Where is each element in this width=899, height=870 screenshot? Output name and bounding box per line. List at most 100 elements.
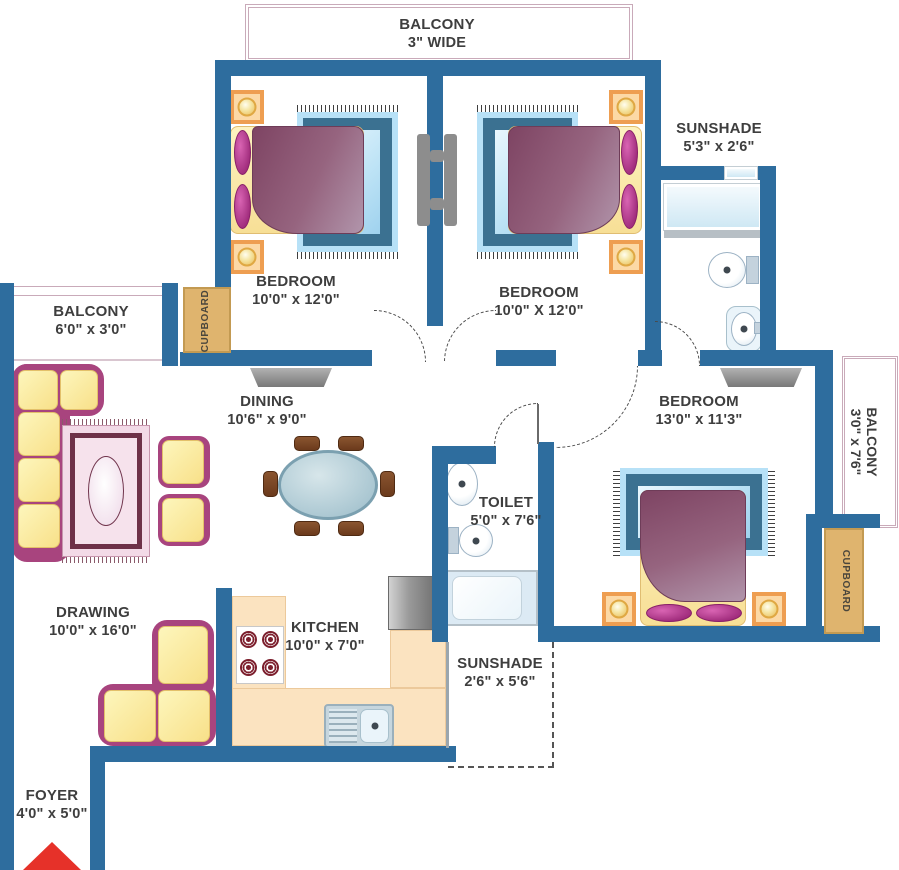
door-arc (655, 321, 700, 366)
washbasin (731, 312, 757, 346)
room-dims: 2'6" x 5'6" (464, 674, 536, 690)
nightstand (609, 240, 643, 274)
bathtub-inner (452, 576, 522, 620)
wall-segment (496, 350, 556, 366)
room-dims: 5'3" x 2'6" (683, 139, 755, 155)
wall-segment (806, 514, 822, 626)
room-name: BALCONY (53, 303, 129, 320)
door-leaf (537, 404, 539, 444)
balcony-left-railing (0, 286, 178, 296)
door-arc (374, 310, 426, 362)
room-dims: 13'0" x 11'3" (655, 412, 743, 428)
wall-segment (700, 350, 831, 366)
wc-drain (723, 266, 731, 274)
room-label-balcony-top: BALCONY 3" WIDE (399, 16, 475, 52)
dining-chair (294, 436, 320, 451)
room-label-sunshade-top: SUNSHADE 5'3" x 2'6" (676, 120, 762, 156)
room-label-bedroom-3: BEDROOM 13'0" x 11'3" (656, 393, 743, 429)
room-label-bedroom-2: BEDROOM 10'0" X 12'0" (494, 284, 583, 320)
room-dims: 3'0" x 7'6" (848, 408, 864, 476)
sofa-cushion (18, 370, 58, 410)
entrance-arrow-icon (23, 842, 81, 870)
rug-fringe (297, 105, 398, 112)
wc-bowl (459, 524, 493, 557)
room-label-foyer: FOYER 4'0" x 5'0" (16, 787, 87, 823)
stove-burner (262, 631, 279, 648)
wall-segment (90, 752, 105, 870)
sink-drain-dot (371, 722, 378, 730)
wall-segment (645, 60, 661, 366)
tv-screen (444, 134, 457, 226)
tv-screen (417, 134, 430, 226)
sofa-cushion (104, 690, 156, 742)
room-label-balcony-left: BALCONY 6'0" x 3'0" (53, 303, 129, 339)
room-name: TOILET (478, 494, 534, 511)
stove-burner (240, 631, 257, 648)
balcony-right-outline (842, 356, 898, 528)
dining-table (278, 450, 378, 520)
cupboard (824, 528, 864, 634)
rug-fringe (613, 468, 620, 556)
dining-chair (294, 521, 320, 536)
wc-tank (448, 527, 459, 554)
nightstand (602, 592, 636, 626)
dining-chair (263, 471, 278, 497)
rug-fringe (477, 252, 578, 259)
room-dims: 3" WIDE (407, 35, 467, 51)
pillow (234, 184, 251, 229)
wall-segment (180, 352, 232, 366)
room-name: FOYER (25, 787, 79, 804)
glass-sill (664, 230, 762, 238)
table-lamp (609, 599, 629, 619)
room-name: KITCHEN (290, 619, 360, 636)
room-dims: 10'0" x 16'0" (49, 623, 137, 639)
cupboard (183, 287, 231, 353)
pillow (696, 604, 742, 622)
bedroom-1-blanket (252, 126, 364, 234)
wall-segment (554, 626, 880, 642)
door-arc (556, 366, 638, 448)
bedroom-2-blanket (508, 126, 620, 234)
chair-cushion (162, 440, 204, 484)
room-name: BEDROOM (659, 393, 739, 410)
wall-segment (90, 746, 456, 762)
room-name: BALCONY (399, 16, 475, 33)
nightstand (230, 240, 264, 274)
sunshade-glass-panel (663, 183, 763, 231)
bedroom-3-blanket (640, 490, 746, 602)
wall-segment (215, 60, 231, 290)
room-dims: 10'0" X 12'0" (494, 303, 584, 319)
sink-drainboard (329, 709, 357, 743)
basin-drain (458, 480, 466, 488)
tv-console (250, 368, 332, 387)
wall-segment (231, 350, 372, 366)
room-label-toilet: TOILET 5'0" x 7'6" (470, 494, 541, 530)
room-label-drawing: DRAWING 10'0" x 16'0" (49, 604, 137, 640)
table-lamp (759, 599, 779, 619)
rug-center-oval (88, 456, 124, 526)
room-name: DINING (240, 393, 294, 410)
sofa-cushion (18, 458, 60, 502)
room-name: SUNSHADE (457, 655, 543, 672)
dining-chair (380, 471, 395, 497)
room-name: BALCONY (864, 407, 880, 477)
door-arc (494, 403, 538, 447)
door-arc (444, 310, 496, 362)
stove-burner (262, 659, 279, 676)
table-lamp (237, 97, 257, 117)
room-name: BEDROOM (256, 273, 336, 290)
sofa-cushion (18, 412, 60, 456)
table-lamp (616, 97, 636, 117)
room-dims: 6'0" x 3'0" (55, 322, 127, 338)
wall-segment (645, 166, 725, 180)
sunshade-boundary (552, 642, 554, 768)
sunshade-boundary (448, 766, 554, 768)
stove-burner (240, 659, 257, 676)
nightstand (230, 90, 264, 124)
room-dims: 10'0" x 7'0" (285, 638, 365, 654)
wall-segment (432, 446, 496, 464)
rug-fringe (62, 557, 150, 563)
room-dims: 4'0" x 5'0" (16, 806, 88, 822)
wall-segment (216, 588, 232, 762)
